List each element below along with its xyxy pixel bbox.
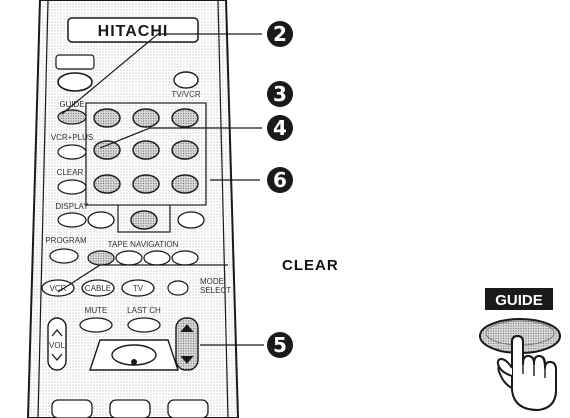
number-key[interactable] [172,175,198,193]
cable-label: CABLE [85,284,111,293]
svg-text:2: 2 [273,22,287,46]
guide-side-label: GUIDE [59,100,84,109]
callout-4: 4 [267,115,293,141]
last-ch-button[interactable] [128,318,160,332]
brand-label: HITACHI [98,23,169,40]
callout-5: 5 [267,332,293,358]
callout-2: 2 [267,21,293,47]
tv-button[interactable]: TV [122,280,154,296]
svg-text:5: 5 [273,333,287,357]
bottom-button[interactable] [168,400,208,418]
number-key[interactable] [133,109,159,127]
mute-label: MUTE [85,306,108,315]
number-key[interactable] [94,175,120,193]
keypad-side-key[interactable] [178,212,204,228]
tv-label: TV [133,284,144,293]
svg-text:3: 3 [273,82,287,106]
mute-button[interactable] [80,318,112,332]
cable-button[interactable]: CABLE [82,280,114,296]
svg-text:6: 6 [273,168,287,192]
callout-3: 3 [267,81,293,107]
tv-vcr-label: TV/VCR [171,90,201,99]
tape-nav-button[interactable] [116,251,142,265]
number-key[interactable] [94,109,120,127]
number-key-zero[interactable] [131,211,157,229]
number-key[interactable] [133,175,159,193]
channel-rocker[interactable] [176,318,198,370]
tape-navigation-label: TAPE NAVIGATION [108,240,179,249]
number-key[interactable] [133,141,159,159]
program-label: PROGRAM [45,236,87,245]
number-key[interactable] [172,141,198,159]
svg-text:4: 4 [273,116,287,140]
nav-cluster[interactable] [90,340,178,370]
guide-side-button[interactable]: GUIDE [58,100,86,124]
clear-callout-label: CLEAR [282,257,339,274]
brand-plate: HITACHI [68,18,198,42]
remote-control: HITACHI TV/VCR GUIDE VCR+PLUS CLEAR DISP… [28,0,238,418]
display-label: DISPLAY [55,202,89,211]
bottom-button[interactable] [52,400,92,418]
bottom-button[interactable] [110,400,150,418]
callout-6: 6 [267,167,293,193]
guide-label: GUIDE [495,292,543,309]
number-key[interactable] [94,141,120,159]
number-key[interactable] [172,109,198,127]
tape-nav-button[interactable] [172,251,198,265]
clear-side-label: CLEAR [57,168,84,177]
vcr-plus-label: VCR+PLUS [51,133,93,142]
tape-nav-button[interactable] [88,251,114,265]
guide-button-illustration: GUIDE [480,288,560,410]
tape-nav-button[interactable] [144,251,170,265]
volume-rocker[interactable]: VOL [48,318,66,370]
last-ch-label: LAST CH [127,306,161,315]
keypad-side-key[interactable] [88,212,114,228]
vol-label: VOL [49,341,66,350]
vcr-button[interactable]: VCR [42,280,74,296]
